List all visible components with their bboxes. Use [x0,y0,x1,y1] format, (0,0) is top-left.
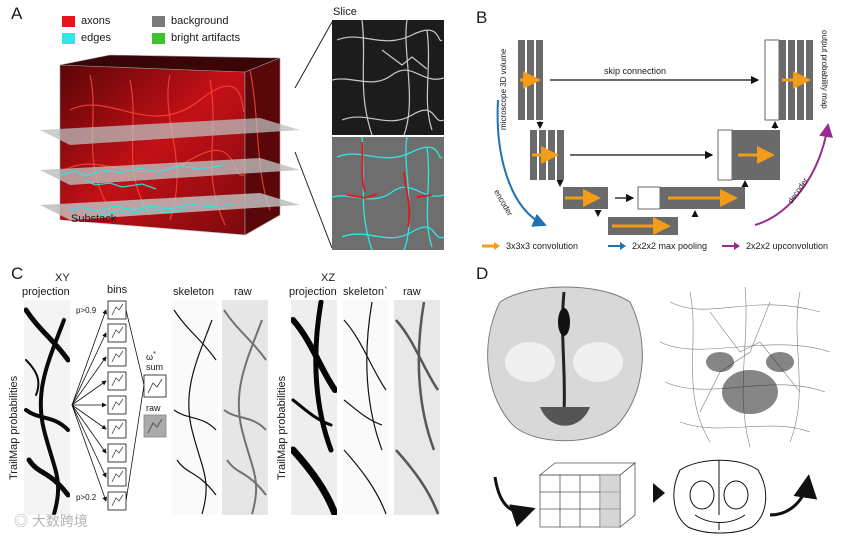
trailmap-probabilities-label: TrailMap probabilities [8,375,20,480]
p-high-label: p>0.9 [76,306,97,315]
raw-small-label: raw [146,403,161,413]
legend-edges-label: edges [81,32,111,44]
panel-d-letter: D [476,264,489,283]
legend-axons: axons [62,15,110,27]
skip-connection-label: skip connection [604,66,667,76]
skeleton2-label: skeleton` [343,286,388,298]
legend-background-label: background [171,15,229,27]
sum-label: sum [146,362,164,372]
slice-label: Slice [333,6,357,18]
watermark-icon: ◎ [14,513,28,529]
trailmap-probabilities-label-2: TrailMap probabilities [276,375,288,480]
legend-edges: edges [62,32,111,44]
legend-background: background [152,15,229,27]
watermark-text: 大数跨境 [31,513,88,529]
panel-b-letter: B [476,8,488,27]
slice-segmentation-image [332,137,444,250]
xy-raw-image [222,300,268,515]
legend-axons-label: axons [81,15,111,27]
raw-label: raw [234,286,252,298]
axons-swatch [62,15,75,27]
background-swatch [152,15,165,27]
xy-projection-image [24,300,70,515]
omega-symbol: ω [146,352,154,362]
registration-workflow-diagram [493,459,818,534]
edges-swatch [62,32,75,44]
p-low-label: p>0.2 [76,493,97,502]
blue-arrow-icon [608,242,626,250]
purple-arrow-icon [722,242,740,250]
xz-label: XZ [321,272,336,284]
xz-projection-image [291,300,337,515]
raw2-label: raw [403,286,421,298]
projection2-label: projection [289,286,337,298]
input-volume-label: microscope 3D volume [499,48,508,130]
orange-arrow-icon [482,242,500,250]
slice-projection-lines [294,21,333,249]
output-map-label: output probability map [820,30,829,109]
legend-upconvolution-label: 2x2x2 upconvolution [746,241,829,251]
slice-grayscale-image [332,20,444,135]
unet-diagram [496,39,834,235]
substack-label: Substack [71,213,117,225]
panel-a-letter: A [11,4,23,23]
bins-label: bins [107,284,128,296]
xz-skeleton-image [342,300,388,515]
omega-label: ω* [146,349,156,362]
axon-tracing-image [650,282,840,452]
bright-artifacts-swatch [152,32,165,44]
legend-convolution-label: 3x3x3 convolution [506,241,579,251]
substack-cube-image [40,54,300,236]
xy-label: XY [55,272,70,284]
projection-label: projection [22,286,70,298]
watermark-logo: ◎ 大数跨境 [14,511,88,531]
bins-diagram [71,300,167,511]
xz-raw-image [394,300,440,515]
brain-section-image [487,286,643,442]
legend-max-pooling-label: 2x2x2 max pooling [632,241,708,251]
legend-bright-artifacts: bright artifacts [152,32,240,44]
legend-bright-artifacts-label: bright artifacts [171,32,241,44]
legend-convolution: 3x3x3 convolution [482,241,578,251]
legend-upconvolution: 2x2x2 upconvolution [722,241,828,251]
xy-skeleton-image [172,300,218,515]
legend-max-pooling: 2x2x2 max pooling [608,241,707,251]
skeleton-label: skeleton [173,286,214,298]
panel-c-letter: C [11,264,24,283]
